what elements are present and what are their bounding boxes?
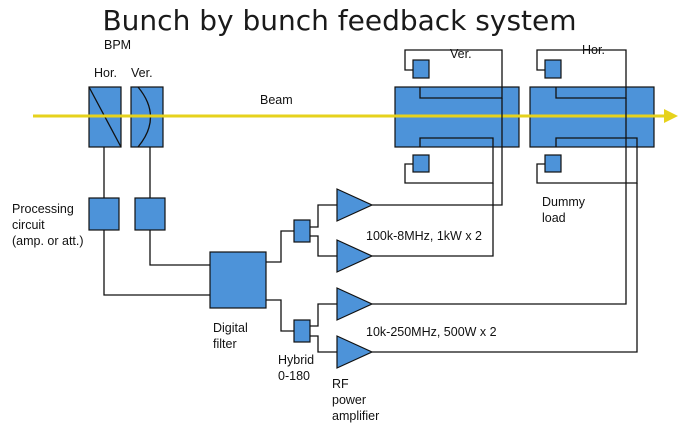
amplifier-3 — [336, 287, 374, 321]
bpm-label-partial: BPM — [104, 38, 131, 52]
wire-hybrid-upper-to-amp2 — [310, 235, 337, 257]
hybrids: Hybrid 0-180 — [266, 219, 314, 383]
processing-label-2: circuit — [12, 218, 45, 232]
wire-hybrid-lower-to-amp4 — [310, 335, 337, 353]
dummy-load-label-1: Dummy — [542, 195, 586, 209]
horizontal-kicker-port-top — [544, 59, 562, 79]
horizontal-kicker-port-bottom — [544, 154, 562, 173]
digital-filter: Digital filter — [103, 230, 267, 351]
diagram-title: Bunch by bunch feedback system — [102, 4, 577, 37]
wire-proc-ver-to-filter — [149, 230, 210, 266]
amplifiers: 100k-8MHz, 1kW x 2 10k-250MHz, 500W x 2 … — [310, 98, 638, 423]
wire-filter-to-hybrid-lower — [266, 299, 294, 332]
ver-kicker-label: Ver. — [450, 47, 472, 61]
processing-label-1: Processing — [12, 202, 74, 216]
wire-hybrid-upper-to-amp1 — [310, 204, 337, 228]
vertical-kicker-port-top — [412, 59, 430, 79]
digital-filter-box — [209, 251, 267, 309]
wire-amp3-to-horizontal-kicker — [372, 98, 627, 305]
hybrid-lower — [293, 319, 311, 343]
bpm-ver-label: Ver. — [131, 66, 153, 80]
hybrid-label-2: 0-180 — [278, 369, 310, 383]
wire-proc-hor-to-filter — [103, 230, 210, 296]
processing-circuit-ver — [134, 197, 166, 231]
hybrid-label-1: Hybrid — [278, 353, 314, 367]
wire-amp4-to-horizontal-kicker — [372, 183, 638, 353]
dummy-load-label-2: load — [542, 211, 566, 225]
beam-arrowhead — [664, 109, 678, 123]
horizontal-kicker: Hor. — [529, 43, 655, 184]
rf-label-1: RF — [332, 377, 349, 391]
digital-filter-label-2: filter — [213, 337, 237, 351]
rf-label-2: power — [332, 393, 366, 407]
amp-spec-label-1: 100k-8MHz, 1kW x 2 — [366, 229, 482, 243]
amp-spec-label-2: 10k-250MHz, 500W x 2 — [366, 325, 497, 339]
bpm-hor-label: Hor. — [94, 66, 117, 80]
amplifier-2 — [336, 239, 374, 273]
wire-amp2-to-vertical-kicker — [372, 183, 494, 257]
amplifier-4 — [336, 335, 374, 369]
vertical-kicker-top-wire — [404, 49, 503, 99]
wire-filter-to-hybrid-upper — [266, 230, 294, 263]
wire-hybrid-lower-to-amp3 — [310, 303, 337, 327]
beam-label: Beam — [260, 93, 293, 107]
processing-circuits: Processing circuit (amp. or att.) — [12, 147, 166, 248]
wire-amp1-to-vertical-kicker — [372, 98, 503, 206]
processing-label-3: (amp. or att.) — [12, 234, 84, 248]
processing-circuit-hor — [88, 197, 120, 231]
hybrid-upper — [293, 219, 311, 243]
vertical-kicker-port-bottom — [412, 154, 430, 173]
rf-label-3: amplifier — [332, 409, 379, 423]
bpm-monitor: Hor. Ver. — [88, 66, 164, 148]
horizontal-kicker-top-wire — [536, 49, 627, 99]
digital-filter-label-1: Digital — [213, 321, 248, 335]
amplifier-1 — [336, 188, 374, 222]
